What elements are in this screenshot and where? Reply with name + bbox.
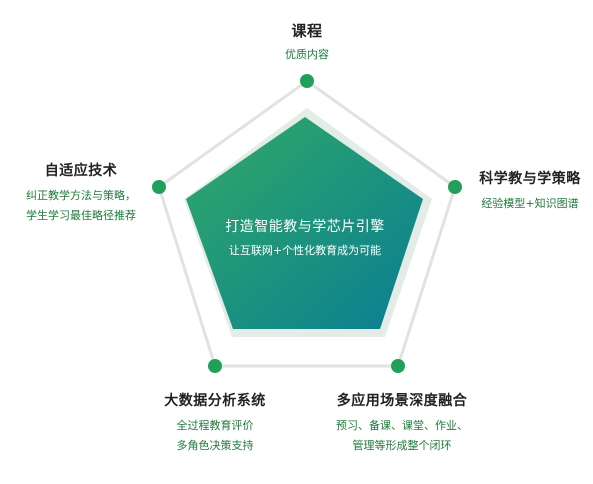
node-bigdata: 大数据分析系统 全过程教育评价 多角色决策支持 (150, 390, 280, 456)
node-courses: 课程 优质内容 (247, 20, 367, 65)
node-scenarios-title: 多应用场景深度融合 (336, 393, 468, 409)
node-adaptive-title: 自适应技术 (44, 163, 118, 179)
node-courses-title: 课程 (291, 22, 323, 40)
node-adaptive-line-2: 学生学习最佳略径推荐 (26, 209, 136, 222)
node-adaptive: 自适应技术 纠正教学方法与策略， 学生学习最佳略径推荐 (18, 160, 144, 226)
center-title: 打造智能教与学芯片引擎 (225, 219, 385, 235)
node-scenarios: 多应用场景深度融合 预习、备课、课堂、作业、 管理等形成整个闭环 (322, 390, 482, 456)
node-dot-courses (300, 74, 314, 88)
node-strategy: 科学教与学策略 经验模型+知识图谱 (468, 168, 592, 214)
node-bigdata-line-2: 多角色决策支持 (176, 439, 254, 452)
center-subtitle: 让互联网+个性化教育成为可能 (228, 244, 382, 257)
node-adaptive-line-1: 纠正教学方法与策略， (26, 189, 136, 202)
node-dot-adaptive (152, 180, 166, 194)
node-strategy-line-1: 经验模型+知识图谱 (481, 197, 579, 210)
node-scenarios-line-2: 管理等形成整个闭环 (352, 439, 452, 452)
node-bigdata-line-1: 全过程教育评价 (176, 419, 254, 432)
node-scenarios-line-1: 预习、备课、课堂、作业、 (336, 419, 468, 432)
core-pentagon (186, 117, 423, 329)
node-dot-bigdata (208, 359, 222, 373)
node-courses-line-1: 优质内容 (285, 48, 329, 61)
node-strategy-title: 科学教与学策略 (479, 171, 581, 187)
node-bigdata-title: 大数据分析系统 (164, 393, 266, 409)
node-dot-strategy (448, 180, 462, 194)
node-dot-scenarios (391, 359, 405, 373)
